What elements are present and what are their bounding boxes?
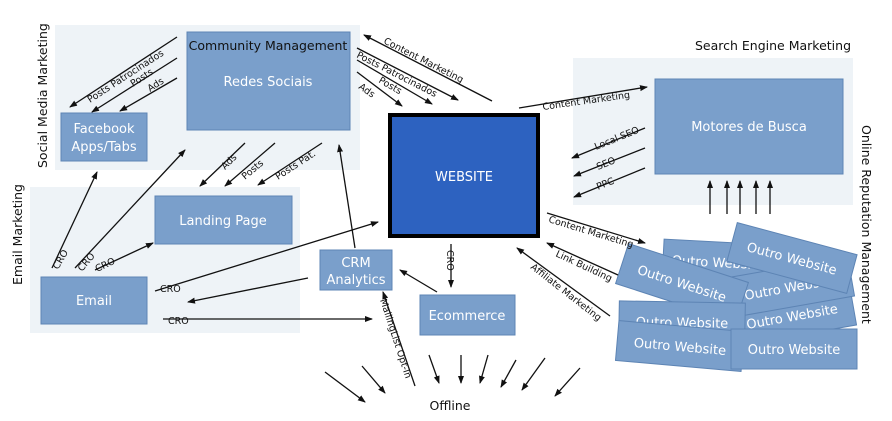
website-label: WEBSITE <box>435 170 493 185</box>
arrow-label: Link Building <box>554 249 614 285</box>
social-media-label: Social Media Marketing <box>35 23 50 168</box>
arrow-label: CRO <box>444 250 455 271</box>
community-management-title: Community Management <box>189 38 348 53</box>
crm-analytics-box: CRM Analytics <box>319 249 393 291</box>
facebook-label: Facebook <box>73 122 135 137</box>
arrow-label: CRO <box>160 284 181 295</box>
email-marketing-label: Email Marketing <box>10 184 25 285</box>
arrow-label: MailingList Opt-In <box>377 298 413 380</box>
outro-website-stack: Outro Website Outro Website Outro Websit… <box>614 222 858 372</box>
outro-website-box: Outro Website <box>726 222 858 294</box>
ecommerce-label: Ecommerce <box>429 309 506 324</box>
apps-tabs-label: Apps/Tabs <box>71 140 137 155</box>
landing-page-box: Landing Page <box>154 195 293 245</box>
motores-label: Motores de Busca <box>691 120 807 135</box>
redes-sociais-label: Redes Sociais <box>224 75 313 90</box>
arrow-label: CRO <box>168 316 189 327</box>
crm-label: CRM <box>341 256 370 271</box>
analytics-label: Analytics <box>326 273 385 288</box>
search-engine-label: Search Engine Marketing <box>695 38 851 53</box>
ecommerce-box: Ecommerce <box>419 294 516 336</box>
arrow-label: Outro Website <box>748 343 841 358</box>
landing-page-label: Landing Page <box>179 214 266 229</box>
email-box: Email <box>40 276 148 325</box>
outro-website-box: Outro Website <box>614 320 746 372</box>
website-box: WEBSITE <box>388 113 540 238</box>
community-management-box: Community Management Redes Sociais <box>186 31 351 131</box>
motores-de-busca-box: Motores de Busca <box>654 78 844 175</box>
outro-website-box: Outro Website <box>730 328 858 370</box>
reputation-to-search-arrows <box>707 180 773 214</box>
website-redes-arrows: Content Marketing Posts Patrocinados Pos… <box>355 34 493 107</box>
email-label: Email <box>76 294 112 309</box>
facebook-box: Facebook Apps/Tabs <box>60 112 148 162</box>
offline-label: Offline <box>429 398 470 413</box>
online-reputation-label: Online Reputation Management <box>859 125 874 324</box>
arrow-label: Content Marketing <box>547 214 635 250</box>
